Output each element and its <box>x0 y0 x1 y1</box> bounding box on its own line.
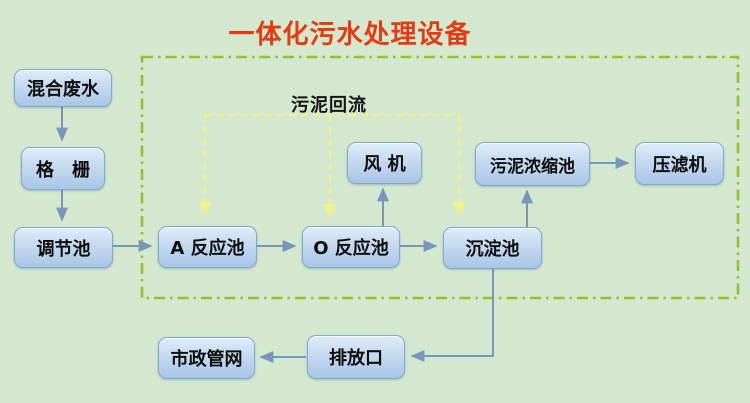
node-sedimentation-tank: 沉淀池 <box>443 227 542 269</box>
node-sludge-thickening-tank: 污泥浓缩池 <box>475 142 590 186</box>
node-fan: 风 机 <box>347 142 422 184</box>
node-mixed-wastewater: 混合废水 <box>14 69 112 107</box>
node-a-reaction-tank: A 反应池 <box>158 226 257 268</box>
node-regulating-tank: 调节池 <box>14 227 113 268</box>
node-filter-press: 压滤机 <box>635 142 724 185</box>
node-bar-screen: 格 栅 <box>21 147 105 190</box>
sludge-return-label: 污泥回流 <box>291 95 367 116</box>
node-discharge-outlet: 排放口 <box>307 335 405 379</box>
node-municipal-pipe-network: 市政管网 <box>158 337 255 379</box>
diagram-title: 一体化污水处理设备 <box>228 20 472 50</box>
node-o-reaction-tank: O 反应池 <box>302 226 400 268</box>
edge-sediment-to-outlet <box>410 267 494 362</box>
